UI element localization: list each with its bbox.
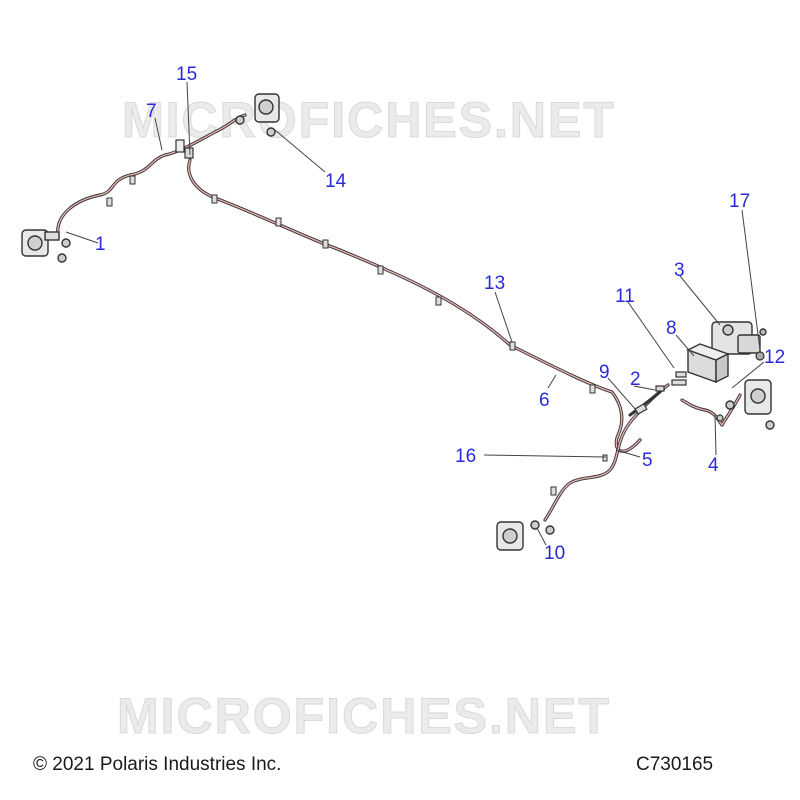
watermark-bottom: MICROFICHES.NET xyxy=(117,688,611,744)
callout-11: 11 xyxy=(615,286,635,307)
diagram-code: C730165 xyxy=(636,754,714,775)
callout-6: 6 xyxy=(539,390,550,411)
fittings xyxy=(175,139,765,422)
line-clips xyxy=(106,175,608,496)
callout-15: 15 xyxy=(176,64,197,85)
brake-line-long xyxy=(187,158,642,453)
caliper-left-front xyxy=(21,229,71,263)
callout-3: 3 xyxy=(674,260,685,281)
callout-7: 7 xyxy=(146,101,157,122)
caliper-rear-left xyxy=(496,520,555,551)
callout-14: 14 xyxy=(325,171,347,192)
callout-2: 2 xyxy=(630,369,641,390)
callout-13: 13 xyxy=(484,273,505,294)
callout-17: 17 xyxy=(729,191,750,212)
brake-lines xyxy=(56,113,742,522)
callout-4: 4 xyxy=(708,455,719,476)
callouts: 1 2 3 4 5 6 7 8 9 10 11 12 13 14 15 16 1… xyxy=(95,64,785,564)
callout-10: 10 xyxy=(544,543,565,564)
callout-9: 9 xyxy=(599,362,610,383)
callout-12: 12 xyxy=(764,347,785,368)
callout-5: 5 xyxy=(642,450,653,471)
watermark-top: MICROFICHES.NET xyxy=(122,92,616,148)
callout-1: 1 xyxy=(95,234,106,255)
master-cylinder xyxy=(711,321,767,355)
callout-16: 16 xyxy=(455,446,476,467)
leader-lines xyxy=(65,81,765,546)
caliper-right-front xyxy=(235,93,280,137)
brake-block xyxy=(686,343,730,384)
callout-8: 8 xyxy=(666,318,677,339)
copyright-text: © 2021 Polaris Industries Inc. xyxy=(33,754,282,775)
caliper-rear-right xyxy=(725,379,775,430)
